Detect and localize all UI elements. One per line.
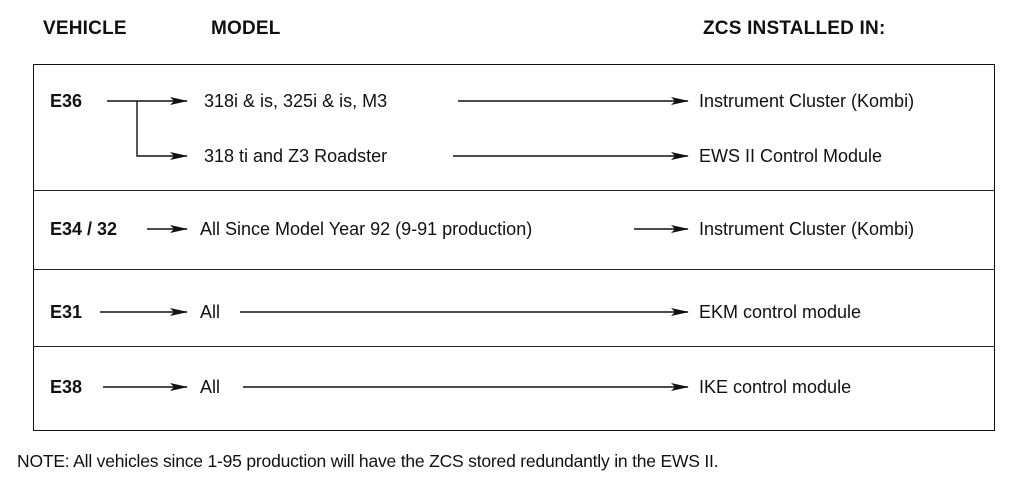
installed-in-text: Instrument Cluster (Kombi) (699, 219, 915, 239)
vehicle-e34-32: E34 / 32 (50, 219, 118, 239)
installed-in-text: Instrument Cluster (Kombi) (699, 91, 915, 111)
header-vehicle: VEHICLE (43, 18, 127, 39)
header-zcs-installed-in: ZCS INSTALLED IN: (703, 18, 886, 39)
row-divider (33, 190, 995, 191)
row-divider (33, 269, 995, 270)
vehicle-table-frame (33, 64, 995, 431)
row-divider (33, 346, 995, 347)
vehicle-e36: E36 (50, 91, 83, 111)
model-text: All Since Model Year 92 (9-91 production… (200, 219, 533, 239)
model-text: All (200, 302, 221, 322)
arrow-right-icon (136, 101, 188, 160)
installed-in-text: EWS II Control Module (699, 146, 883, 166)
installed-in-text: IKE control module (699, 377, 852, 397)
model-text: 318 ti and Z3 Roadster (204, 146, 388, 166)
footnote: NOTE: All vehicles since 1-95 production… (17, 451, 719, 471)
header-model: MODEL (211, 18, 281, 39)
model-text: All (200, 377, 221, 397)
installed-in-text: EKM control module (699, 302, 862, 322)
model-text: 318i & is, 325i & is, M3 (204, 91, 388, 111)
vehicle-e38: E38 (50, 377, 83, 397)
vehicle-e31: E31 (50, 302, 83, 322)
